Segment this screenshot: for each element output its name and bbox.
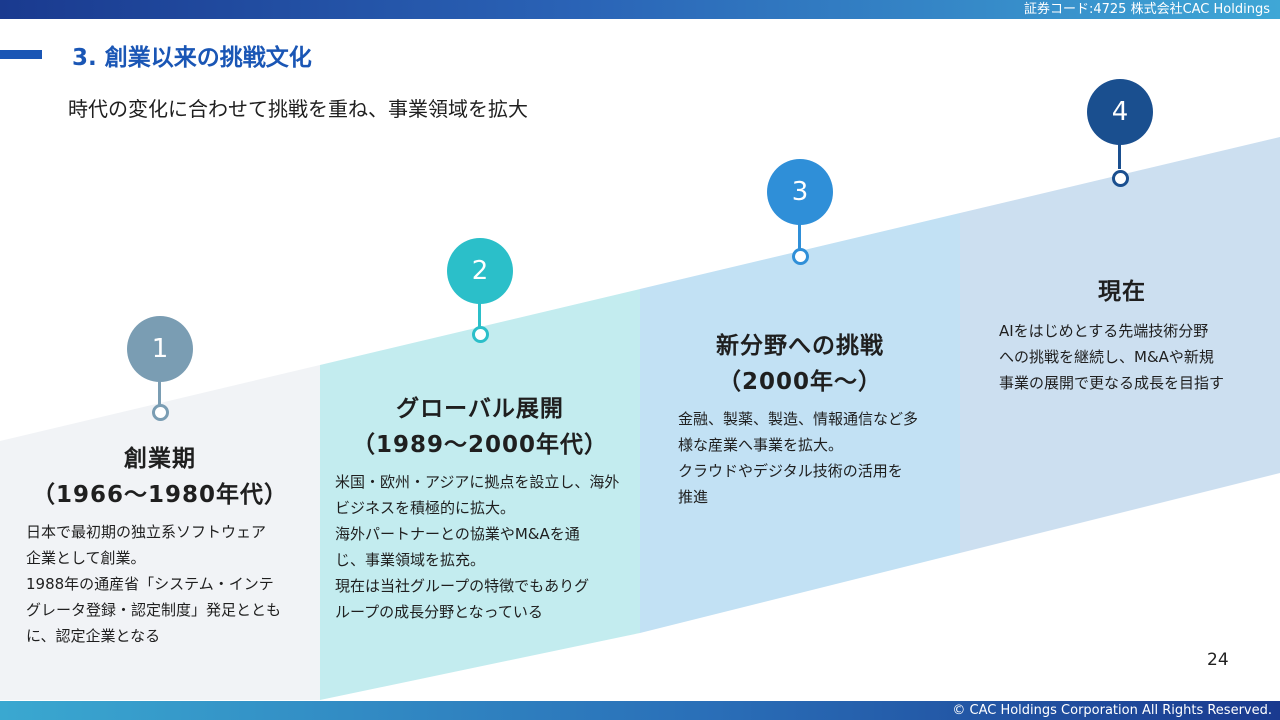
stage-2-line: じ、事業領域を拡充。 (335, 551, 486, 569)
stage-3-period: （2000年〜） (717, 369, 882, 395)
stage-2-line: ループの成長分野となっている (335, 603, 543, 621)
stage-2-line: ビジネスを積極的に拡大。 (335, 499, 516, 517)
page-number: 24 (1207, 650, 1229, 670)
stage-2-marker: 2 (447, 238, 513, 304)
stage-2-line: 米国・欧州・アジアに拠点を設立し、海外 (335, 473, 620, 491)
stage-2-dot (472, 326, 489, 343)
subtitle: 時代の変化に合わせて挑戦を重ね、事業領域を拡大 (68, 97, 528, 121)
stage-2-title: グローバル展開 (396, 396, 564, 422)
stage-4-marker: 4 (1087, 79, 1153, 145)
stage-1-number: 1 (151, 334, 169, 364)
stage-3-dot (792, 248, 809, 265)
stage-4-dot (1112, 170, 1129, 187)
band-3 (640, 213, 960, 633)
stage-1-dot (152, 404, 169, 421)
stage-4-title: 現在 (1098, 279, 1146, 305)
stage-3-line: 様な産業へ事業を拡大。 (678, 436, 844, 454)
stage-1-heading: 創業期 （1966〜1980年代） (20, 441, 300, 513)
stage-3-line: クラウドやデジタル技術の活用を (678, 462, 903, 480)
stock-code: 証券コード:4725 株式会社CAC Holdings (1023, 2, 1270, 17)
copyright: © CAC Holdings Corporation All Rights Re… (952, 703, 1272, 718)
stage-2-number: 2 (471, 256, 489, 286)
stage-4-line: 事業の展開で更なる成長を目指す (999, 374, 1225, 392)
stage-3-line: 金融、製薬、製造、情報通信など多 (678, 410, 919, 428)
stage-2-period: （1989〜2000年代） (351, 432, 609, 458)
stage-3-heading: 新分野への挑戦 （2000年〜） (650, 328, 950, 400)
stage-2-heading: グローバル展開 （1989〜2000年代） (330, 391, 630, 463)
stage-2-stem (478, 303, 481, 328)
band-4 (960, 137, 1280, 553)
stage-2-line: 海外パートナーとの協業やM&Aを通 (335, 525, 580, 543)
stage-3-stem (798, 224, 801, 249)
stage-4-line: への挑戦を継続し、M&Aや新規 (999, 348, 1214, 366)
stage-4-description: AIをはじめとする先端技術分野 への挑戦を継続し、M&Aや新規 事業の展開で更な… (999, 318, 1269, 396)
stage-2-line: 現在は当社グループの特徴でもありグ (335, 577, 590, 595)
footer-bar: © CAC Holdings Corporation All Rights Re… (0, 701, 1280, 720)
stage-1-description: 日本で最初期の独立系ソフトウェア 企業として創業。 1988年の通産省「システム… (26, 519, 316, 649)
stage-3-number: 3 (791, 177, 809, 207)
stage-1-period: （1966〜1980年代） (31, 482, 289, 508)
stage-1-line: 1988年の通産省「システム・インテ (26, 575, 274, 593)
stage-4-stem (1118, 144, 1121, 169)
header-bar: 証券コード:4725 株式会社CAC Holdings (0, 0, 1280, 19)
stage-1-line: グレータ登録・認定制度」発足ととも (26, 601, 282, 619)
title-accent-bar (0, 50, 42, 59)
stage-1-marker: 1 (127, 316, 193, 382)
stage-2-description: 米国・欧州・アジアに拠点を設立し、海外 ビジネスを積極的に拡大。 海外パートナー… (335, 469, 635, 625)
band-1 (0, 365, 320, 700)
section-title: 3. 創業以来の挑戦文化 (72, 45, 312, 71)
stage-3-marker: 3 (767, 159, 833, 225)
stage-1-line: 日本で最初期の独立系ソフトウェア (26, 523, 267, 541)
stage-4-line: AIをはじめとする先端技術分野 (999, 322, 1209, 340)
band-2 (320, 289, 640, 700)
stage-1-line: に、認定企業となる (26, 627, 161, 645)
stage-4-heading: 現在 (972, 274, 1272, 310)
stage-1-line: 企業として創業。 (26, 549, 146, 567)
stage-1-stem (158, 381, 161, 406)
stage-3-title: 新分野への挑戦 (716, 333, 884, 359)
stage-3-description: 金融、製薬、製造、情報通信など多 様な産業へ事業を拡大。 クラウドやデジタル技術… (678, 406, 948, 510)
stage-4-number: 4 (1111, 97, 1129, 127)
stage-1-title: 創業期 (124, 446, 196, 472)
stage-3-line: 推進 (678, 488, 709, 506)
